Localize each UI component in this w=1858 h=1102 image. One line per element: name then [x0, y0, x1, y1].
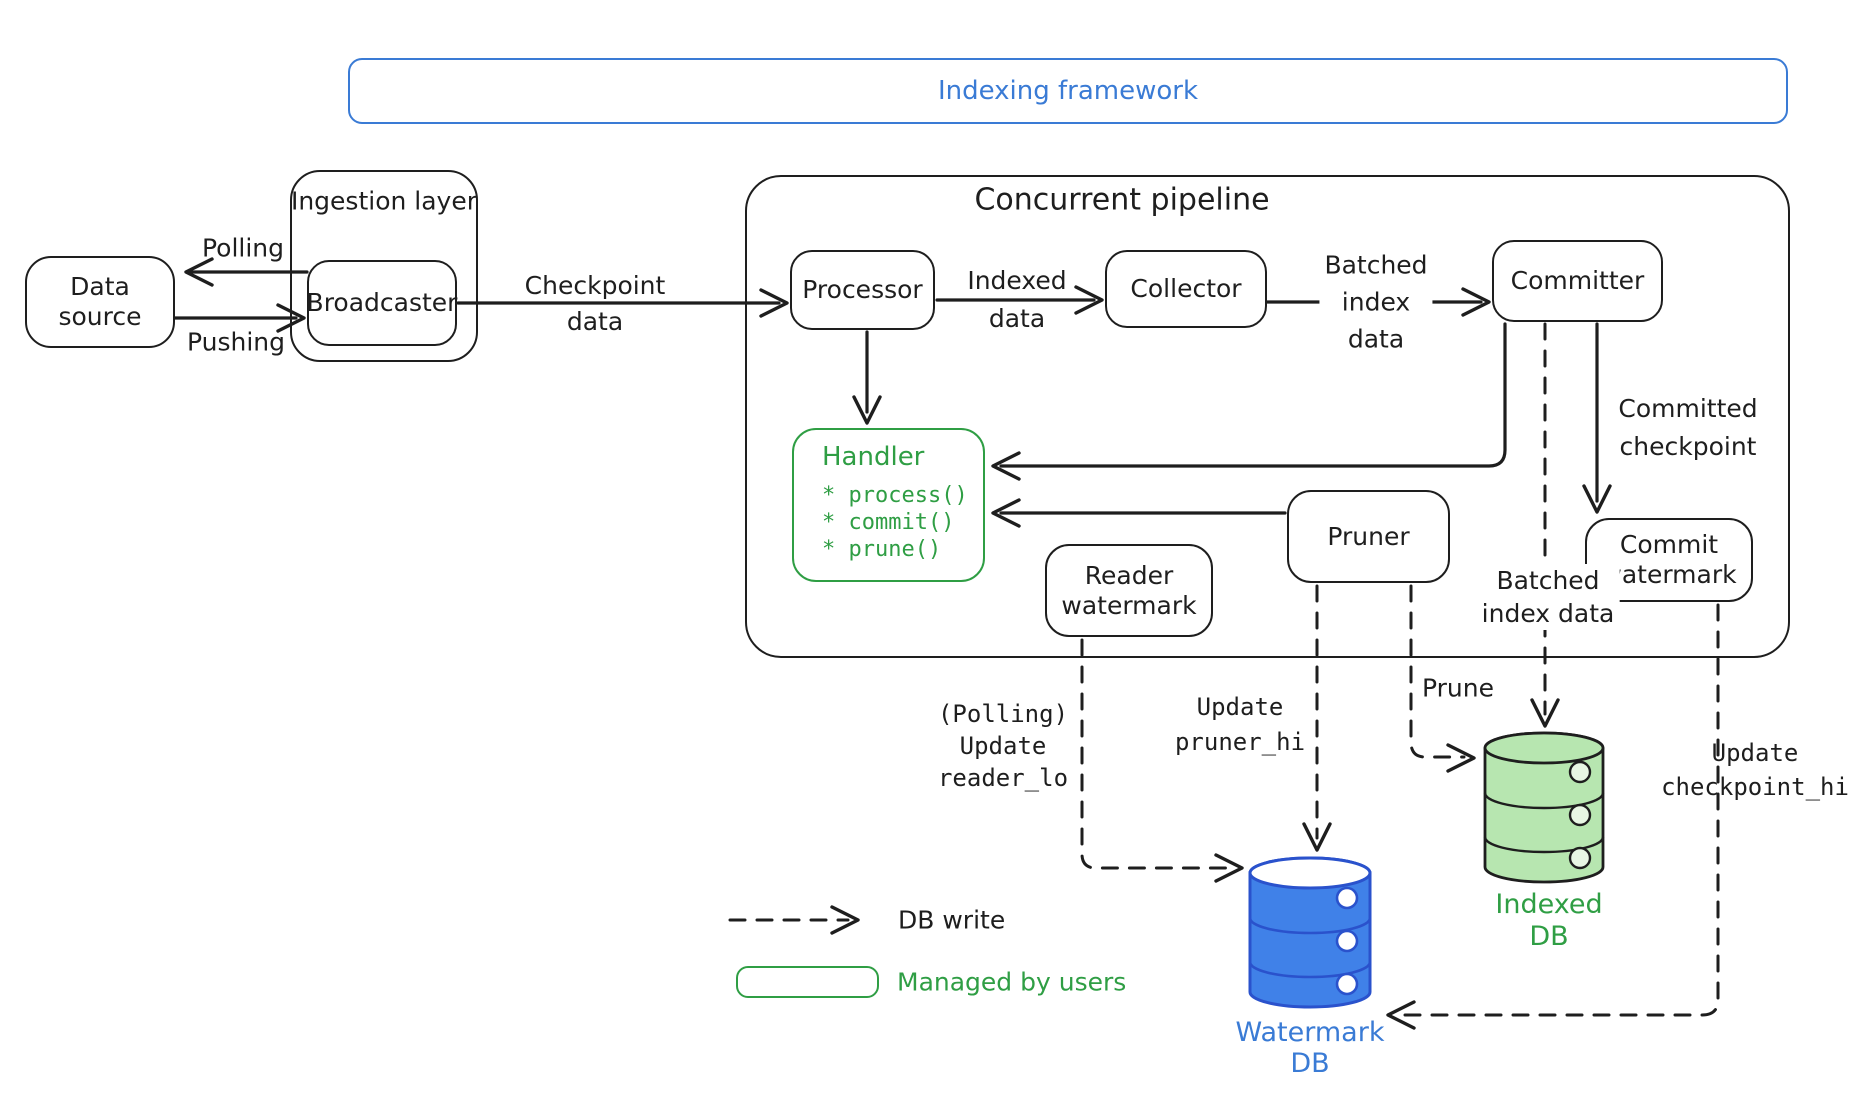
batched-index-data-bottom-label: Batched index data — [1476, 564, 1620, 630]
indexing-framework-title: Indexing framework — [937, 76, 1199, 106]
handler-method-process: * process() — [822, 483, 968, 508]
processor-node: Processor — [790, 250, 935, 330]
committer-label: Committer — [1510, 266, 1645, 295]
collector-node: Collector — [1105, 250, 1267, 328]
handler-method-prune: * prune() — [822, 537, 942, 562]
processor-label: Processor — [802, 275, 923, 304]
broadcaster-node: Broadcaster — [307, 260, 457, 346]
reader-watermark-label: Reader watermark — [1061, 560, 1197, 620]
concurrent-pipeline-title: Concurrent pipeline — [974, 182, 1270, 218]
committer-node: Committer — [1492, 240, 1663, 322]
handler-title: Handler — [822, 442, 925, 472]
indexing-framework-frame: Indexing framework — [348, 58, 1788, 124]
collector-label: Collector — [1130, 274, 1242, 303]
handler-method-commit: * commit() — [822, 510, 955, 535]
legend-managed-by-users-label: Managed by users — [897, 967, 1127, 997]
legend-db-write-arrow — [728, 905, 860, 935]
checkpoint-hi-db-write-arrow — [1386, 603, 1720, 1030]
indexed-db-cylinder — [1483, 731, 1605, 884]
pruner-node: Pruner — [1287, 490, 1450, 583]
update-pruner-hi-label: Update pruner_hi — [1174, 693, 1306, 756]
data-source-label: Data source — [58, 272, 142, 331]
commit-watermark-label: Commit watermark — [1601, 530, 1737, 589]
broadcaster-label: Broadcaster — [306, 288, 458, 317]
checkpoint-data-label: Checkpoint data — [524, 271, 666, 336]
batched-index-data-top-label: Batched index data — [1319, 246, 1433, 358]
handler-node: Handler * process() * commit() * prune() — [792, 428, 985, 582]
data-source-node: Data source — [25, 256, 175, 348]
update-checkpoint-hi-label: Update checkpoint_hi — [1661, 739, 1849, 801]
watermark-db-cylinder — [1248, 856, 1372, 1009]
polling-label: Polling — [201, 233, 285, 263]
reader-lo-db-write-arrow — [1080, 638, 1244, 883]
polling-arrow — [184, 257, 309, 287]
watermark-db-label: Watermark DB — [1235, 1017, 1385, 1079]
reader-watermark-node: Reader watermark — [1045, 544, 1213, 637]
indexed-db-label: Indexed DB — [1495, 889, 1603, 952]
pushing-label: Pushing — [186, 327, 286, 357]
ingestion-layer-container — [290, 170, 478, 362]
committed-checkpoint-label: Committed checkpoint — [1618, 394, 1758, 461]
legend-managed-by-users-box — [736, 966, 879, 998]
pruner-label: Pruner — [1327, 521, 1410, 551]
update-reader-lo-label: (Polling) Update reader_lo — [937, 700, 1069, 792]
prune-label: Prune — [1422, 673, 1494, 703]
ingestion-layer-title: Ingestion layer — [290, 186, 478, 216]
concurrent-pipeline-container — [745, 175, 1790, 658]
legend-db-write-label: DB write — [898, 905, 1006, 935]
indexed-data-label: Indexed data — [967, 266, 1067, 333]
